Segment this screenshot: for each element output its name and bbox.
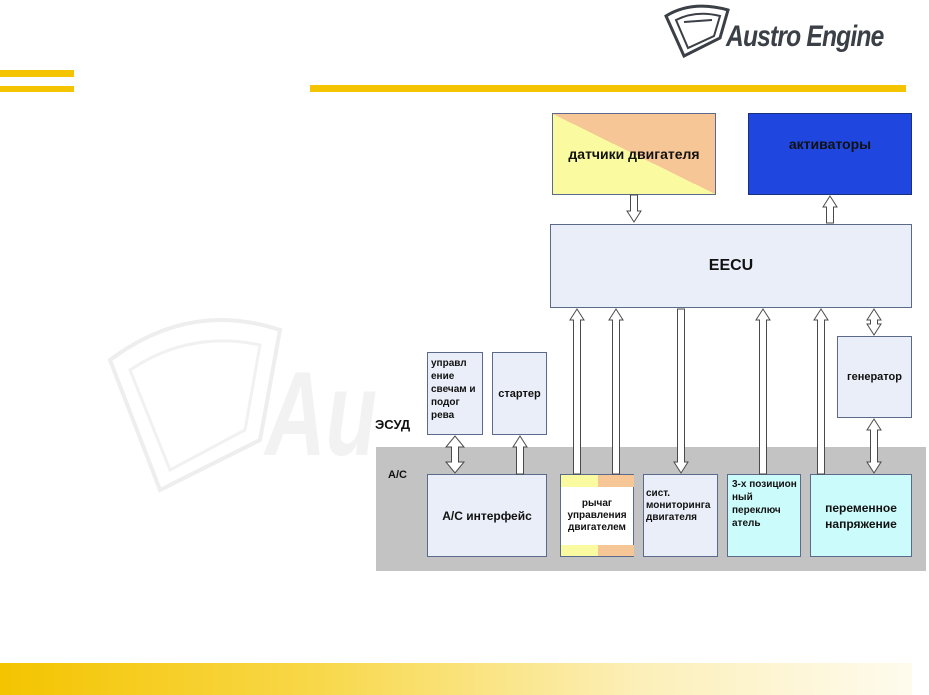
ac-voltage-label: переменное напряжение — [825, 500, 897, 531]
throttle-strip-orange-top — [598, 475, 634, 487]
accent-bar-right — [310, 85, 906, 92]
throttle-lever-label: рычаг управления двигателем — [567, 498, 627, 533]
arrow-generator-eecu — [866, 308, 882, 336]
throttle-strip-orange-bottom — [598, 545, 634, 556]
throttle-lever-box: рычаг управления двигателем — [560, 474, 634, 557]
austro-engine-logo-icon — [664, 4, 730, 58]
starter-box: стартер — [492, 352, 547, 435]
throttle-strip-yellow-bottom — [561, 545, 598, 556]
monitoring-box: сист. мониторинга двигателя — [643, 474, 718, 557]
arrow-throttle-to-eecu-2 — [608, 308, 624, 475]
eecu-label: EECU — [708, 257, 754, 274]
footer-gradient-bar — [0, 663, 912, 695]
arrow-ac-voltage-to-eecu — [813, 308, 829, 475]
engine-sensors-box: датчики двигателя — [552, 113, 716, 195]
glow-control-box: управл ение свечам и подог рева — [427, 352, 483, 435]
accent-bar-top-left — [0, 70, 74, 77]
ac-interface-box: A/C интерфейс — [427, 474, 547, 557]
arrow-eecu-to-actuators — [822, 195, 838, 224]
arrow-switch-to-eecu — [755, 308, 771, 475]
three-position-switch-label: 3-х позицион ный переключ атель — [732, 479, 797, 529]
arrow-eecu-to-monitoring — [673, 308, 689, 474]
glow-control-label: управл ение свечам и подог рева — [431, 358, 476, 421]
ac-label: A/C — [388, 469, 407, 481]
arrow-sensors-to-eecu — [626, 194, 642, 223]
arrow-generator-ac-voltage — [866, 418, 882, 474]
generator-label: генератор — [847, 371, 902, 383]
ac-voltage-box: переменное напряжение — [810, 474, 912, 557]
esud-label: ЭСУД — [375, 417, 411, 432]
watermark-logo-icon — [107, 318, 283, 493]
monitoring-label: сист. мониторинга двигателя — [646, 488, 711, 523]
generator-box: генератор — [837, 336, 912, 418]
actuators-box: активаторы — [748, 113, 912, 195]
throttle-strip-yellow-top — [561, 475, 598, 487]
three-position-switch-box: 3-х позицион ный переключ атель — [727, 474, 801, 557]
watermark-text: Au — [265, 347, 377, 481]
actuators-label: активаторы — [788, 136, 872, 152]
engine-sensors-label: датчики двигателя — [568, 146, 700, 162]
ac-interface-label: A/C интерфейс — [442, 508, 532, 523]
arrow-throttle-to-eecu-1 — [569, 308, 585, 475]
starter-label: стартер — [498, 387, 541, 400]
arrow-glow-ac-interface — [444, 435, 466, 474]
accent-bar-bottom-left — [0, 86, 74, 92]
logo-text: Austro Engine — [726, 20, 884, 53]
arrow-ac-interface-to-starter — [512, 435, 528, 475]
eecu-box: EECU — [550, 224, 912, 308]
